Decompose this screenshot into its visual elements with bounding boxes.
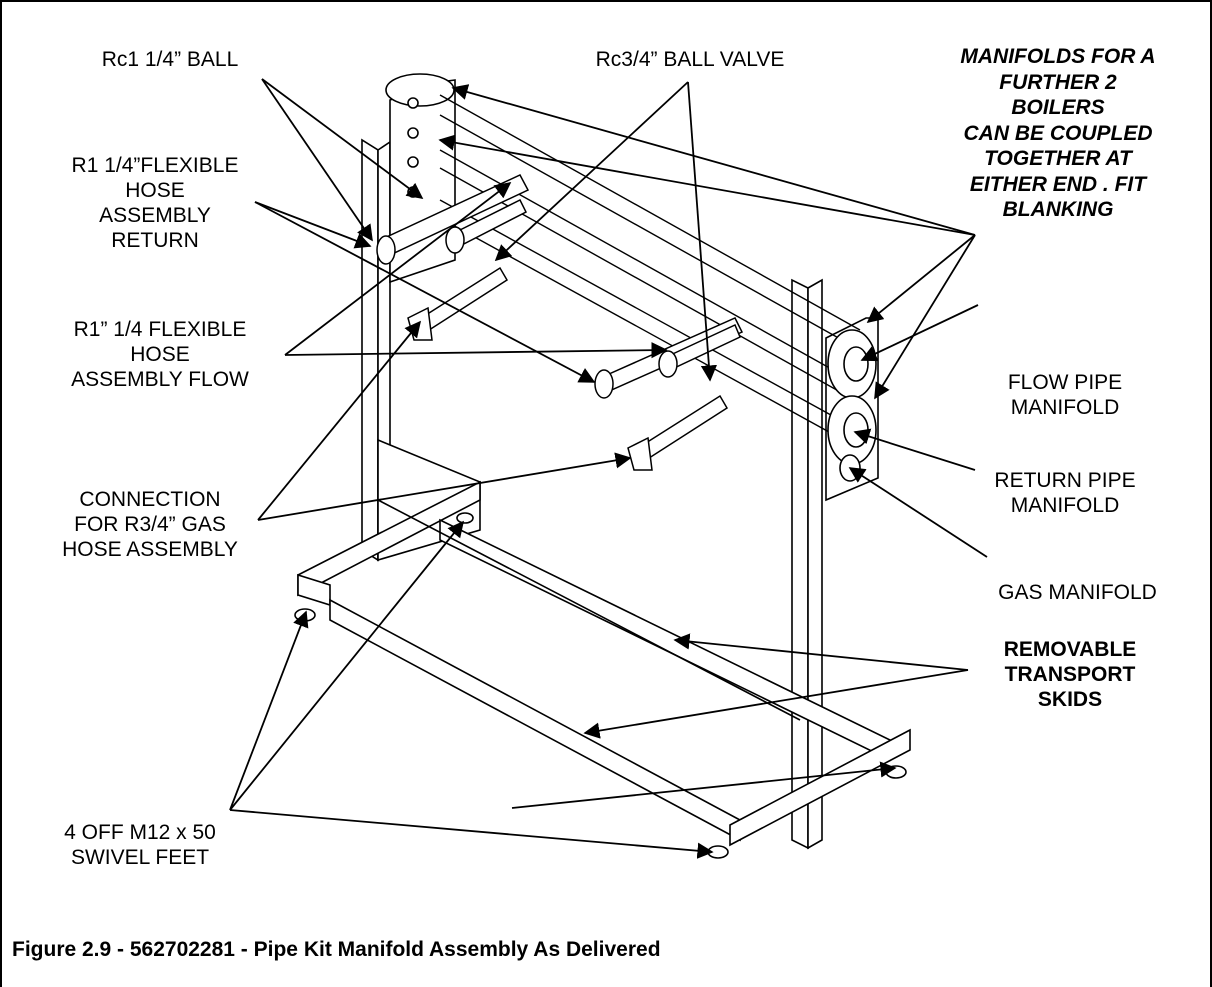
leader-lines [229, 78, 988, 859]
label-manifolds-note: MANIFOLDS FOR A FURTHER 2 BOILERS CAN BE… [960, 45, 1156, 221]
label-gas-connection: CONNECTION FOR R3/4” GAS HOSE ASSEMBLY [62, 488, 238, 561]
label-rc3-ball-valve: Rc3/4” BALL VALVE [595, 48, 785, 71]
label-flow-pipe-manifold: FLOW PIPE MANIFOLD [1007, 371, 1123, 419]
hose-assemblies [376, 174, 744, 471]
label-swivel-feet: 4 OFF M12 x 50 SWIVEL FEET [64, 821, 216, 869]
label-rc1-ball: Rc1 1/4” BALL [101, 48, 239, 71]
figure-caption: Figure 2.9 - 562702281 - Pipe Kit Manifo… [12, 938, 661, 961]
label-return-pipe-manifold: RETURN PIPE MANIFOLD [994, 469, 1136, 517]
label-hose-flow: R1” 1/4 FLEXIBLE HOSE ASSEMBLY FLOW [71, 318, 249, 391]
label-hose-return: R1 1/4”FLEXIBLE HOSE ASSEMBLY RETURN [71, 154, 239, 252]
label-transport-skids: REMOVABLE TRANSPORT SKIDS [1003, 638, 1137, 711]
label-gas-manifold: GAS MANIFOLD [998, 581, 1157, 604]
